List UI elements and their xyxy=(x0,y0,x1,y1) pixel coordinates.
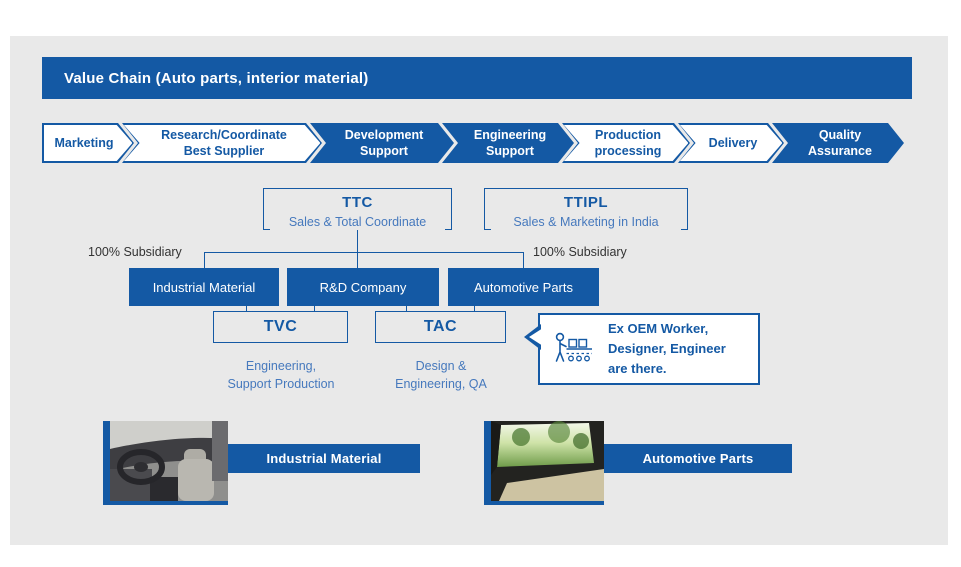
flow-step-label: Delivery xyxy=(708,135,758,150)
connector-ttc-down xyxy=(357,230,358,268)
chevron-fill xyxy=(44,125,133,162)
connector-left-drop xyxy=(204,252,205,268)
chevron-fill xyxy=(564,125,689,162)
ttipl-box: TTIPL Sales & Marketing in India xyxy=(484,188,688,230)
stub-im-tvc xyxy=(246,306,247,311)
ttc-name: TTC xyxy=(342,194,373,211)
flow-step-label: Quality Assurance xyxy=(808,127,872,158)
flow-step-engineering-support: Engineering Support xyxy=(442,123,574,163)
company-automotive-parts: Automotive Parts xyxy=(448,268,599,306)
callout-bubble: Ex OEM Worker, Designer, Engineer are th… xyxy=(524,313,760,385)
connector-right-drop xyxy=(523,252,524,268)
callout-text: Ex OEM Worker, Designer, Engineer are th… xyxy=(608,320,726,377)
car-interior-photo xyxy=(110,421,228,501)
chevron-shape xyxy=(310,123,454,163)
chevron-fill xyxy=(680,125,783,162)
company-rd-company: R&D Company xyxy=(287,268,439,306)
car-window-photo xyxy=(491,421,604,501)
chevron-fill xyxy=(124,125,321,162)
worker-conveyor-icon xyxy=(555,332,592,362)
subsidiary-label-left: 100% Subsidiary xyxy=(88,245,182,259)
ttipl-name: TTIPL xyxy=(563,194,609,211)
car-window-illustration xyxy=(491,421,604,501)
ttipl-desc-row: Sales & Marketing in India xyxy=(484,215,688,230)
stub-rd-tac xyxy=(406,306,407,311)
ttc-box: TTC Sales & Total Coordinate xyxy=(263,188,452,230)
tac-box: TAC xyxy=(375,311,506,343)
flow-step-delivery: Delivery xyxy=(678,123,784,163)
flow-step-development-support: Development Support xyxy=(310,123,454,163)
photo-label-industrial-material: Industrial Material xyxy=(228,444,420,473)
ttc-desc: Sales & Total Coordinate xyxy=(288,215,427,229)
bracket-corner-right xyxy=(681,221,688,230)
car-interior-illustration xyxy=(110,421,228,501)
flow-step-label: Research/Coordinate Best Supplier xyxy=(161,127,287,158)
tvc-box: TVC xyxy=(213,311,348,343)
stub-ap-tac xyxy=(474,306,475,311)
chevron-shape xyxy=(442,123,574,163)
flow-step-label: Marketing xyxy=(54,135,114,150)
bracket-corner-right xyxy=(445,221,452,230)
stub-rd-tvc xyxy=(314,306,315,311)
company-industrial-material: Industrial Material xyxy=(129,268,279,306)
flow-step-production-processing: Production processing xyxy=(562,123,690,163)
bracket-corner-left xyxy=(484,221,491,230)
flow-step-label: Production processing xyxy=(594,127,662,158)
connector-horizontal xyxy=(204,252,524,253)
tvc-desc: Engineering, Support Production xyxy=(227,359,335,392)
flow-step-label: Engineering Support xyxy=(473,127,547,158)
chevron-shape xyxy=(772,123,904,163)
bracket-corner-left xyxy=(263,221,270,230)
photo-label-automotive-parts: Automotive Parts xyxy=(604,444,792,473)
page-title: Value Chain (Auto parts, interior materi… xyxy=(64,69,369,87)
ttipl-desc: Sales & Marketing in India xyxy=(513,215,659,229)
flow-step-quality-assurance: Quality Assurance xyxy=(772,123,904,163)
ttc-desc-row: Sales & Total Coordinate xyxy=(263,215,452,230)
page-title-bar: Value Chain (Auto parts, interior materi… xyxy=(42,57,912,99)
flow-step-marketing: Marketing xyxy=(42,123,134,163)
flow-step-label: Development Support xyxy=(344,127,424,158)
tac-desc: Design & Engineering, QA xyxy=(395,359,487,392)
flow-step-research-coordinate: Research/Coordinate Best Supplier xyxy=(122,123,322,163)
subsidiary-label-right: 100% Subsidiary xyxy=(533,245,627,259)
